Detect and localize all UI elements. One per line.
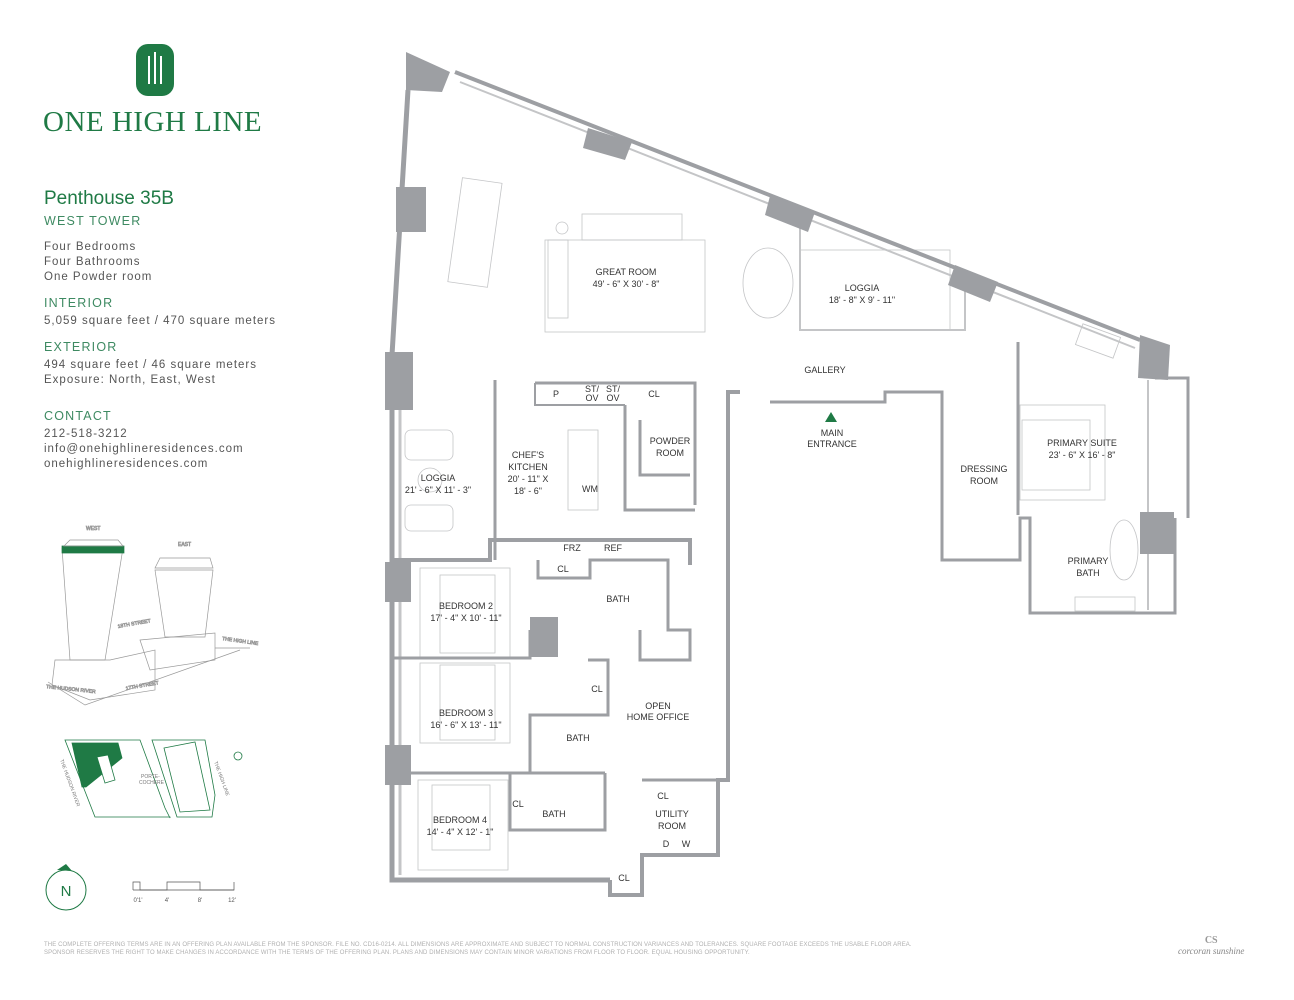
feature-powder: One Powder room xyxy=(44,271,153,283)
unit-title: Penthouse 35B xyxy=(44,188,174,209)
kitchen-label-1: CHEF'S xyxy=(512,450,544,460)
wine-fridge-label: WM xyxy=(582,484,598,494)
great-room-label: GREAT ROOM xyxy=(596,267,657,277)
corner-closet-label: CL xyxy=(618,873,630,883)
unit-features: Four Bedrooms Four Bathrooms One Powder … xyxy=(44,240,152,285)
loggia-east-label: LOGGIA xyxy=(845,283,880,293)
site-porte: PORTE- xyxy=(141,774,160,780)
room-labels: GREAT ROOM 49' - 6" X 30' - 8" LOGGIA 18… xyxy=(405,267,1117,883)
exterior-area: 494 square feet / 46 square meters xyxy=(44,359,257,371)
primary-bath-label-1: PRIMARY xyxy=(1068,556,1109,566)
st-ov-2-label-1: ST/ xyxy=(606,384,621,394)
site-cochere: COCHERE xyxy=(139,780,165,786)
contact-email[interactable]: info@onehighlineresidences.com xyxy=(44,443,244,455)
loggia-east-dim: 18' - 8" X 9' - 11" xyxy=(829,295,895,305)
scale-tick-4: 4' xyxy=(165,898,169,904)
st-ov-1-label-2: OV xyxy=(585,393,598,403)
bedroom-4-label: BEDROOM 4 xyxy=(433,815,487,825)
main-entrance-label-1: MAIN xyxy=(821,428,844,438)
primary-bath-label-2: BATH xyxy=(1076,568,1099,578)
bedroom-2-dim: 17' - 4" X 10' - 11" xyxy=(430,613,501,623)
hall-closet-label: CL xyxy=(557,564,569,574)
pantry-label: P xyxy=(553,389,559,399)
corcoran-sunshine-logo: CS corcoran sunshine xyxy=(1178,935,1244,956)
bedroom-4-closet-label: CL xyxy=(512,799,524,809)
axon-east-label: EAST xyxy=(178,542,191,548)
kitchen-closet-label: CL xyxy=(648,389,660,399)
washer-label: W xyxy=(682,839,691,849)
kitchen-dim-2: 18' - 6" xyxy=(514,486,542,496)
kitchen-label-2: KITCHEN xyxy=(508,462,548,472)
bath-2-label: BATH xyxy=(566,733,589,743)
loggia-west-dim: 21' - 6" X 11' - 3" xyxy=(405,485,471,495)
exterior-heading: EXTERIOR xyxy=(44,340,118,354)
exposure: Exposure: North, East, West xyxy=(44,374,216,386)
structural-columns xyxy=(385,52,1174,785)
utility-closet-label: CL xyxy=(657,791,669,801)
powder-room-label-1: POWDER xyxy=(650,436,691,446)
bedroom-4-dim: 14' - 4" X 12' - 1" xyxy=(427,827,494,837)
dressing-room-label-2: ROOM xyxy=(970,476,998,486)
main-entrance-label-2: ENTRANCE xyxy=(807,439,857,449)
utility-room-label-1: UTILITY xyxy=(655,809,689,819)
interior-area: 5,059 square feet / 470 square meters xyxy=(44,315,276,327)
main-entrance-marker-icon xyxy=(825,412,837,422)
feature-bedrooms: Four Bedrooms xyxy=(44,241,137,253)
st-ov-1-label-1: ST/ xyxy=(585,384,600,394)
utility-room-label-2: ROOM xyxy=(658,821,686,831)
freezer-label: FRZ xyxy=(563,543,581,553)
bedroom-2-label: BEDROOM 2 xyxy=(439,601,493,611)
bedroom-3-dim: 16' - 6" X 13' - 11" xyxy=(430,720,501,730)
st-ov-2-label-2: OV xyxy=(606,393,619,403)
brand-name: ONE HIGH LINE xyxy=(43,106,263,138)
legal-disclaimer: THE COMPLETE OFFERING TERMS ARE IN AN OF… xyxy=(44,942,912,956)
great-room-dim: 49' - 6" X 30' - 8" xyxy=(593,279,660,289)
scale-tick-8: 8' xyxy=(198,898,202,904)
bath-3-label: BATH xyxy=(542,809,565,819)
bath-1-label: BATH xyxy=(606,594,629,604)
powder-room-label-2: ROOM xyxy=(656,448,684,458)
gallery-label: GALLERY xyxy=(804,365,845,375)
axonometric-view: WEST EAST 18TH STREET THE HIGH LINE THE … xyxy=(45,526,260,706)
office-label-2: HOME OFFICE xyxy=(627,712,690,722)
contact-heading: CONTACT xyxy=(44,409,112,423)
dryer-label: D xyxy=(663,839,670,849)
scale-tick-0: 0'1' xyxy=(134,898,143,904)
axon-hudson-river: THE HUDSON RIVER xyxy=(46,684,96,695)
office-label-1: OPEN xyxy=(645,701,671,711)
scale-tick-12: 12' xyxy=(228,898,236,904)
tower-name: WEST TOWER xyxy=(44,214,142,228)
agency-mark: CS xyxy=(1204,935,1218,946)
north-arrow: N xyxy=(45,864,87,911)
feature-bathrooms: Four Bathrooms xyxy=(44,256,141,268)
agency-name: corcoran sunshine xyxy=(1178,946,1245,956)
north-pointer-icon xyxy=(57,864,72,871)
primary-suite-label: PRIMARY SUITE xyxy=(1047,438,1117,448)
bedroom-3-label: BEDROOM 3 xyxy=(439,708,493,718)
kitchen-dim-1: 20' - 11" X xyxy=(508,474,549,484)
scale-bar: 0'1' 4' 8' 12' xyxy=(132,881,236,904)
bedroom-3-closet-label: CL xyxy=(591,684,603,694)
location-diagrams: WEST EAST 18TH STREET THE HIGH LINE THE … xyxy=(45,526,260,911)
north-label: N xyxy=(61,883,72,900)
dressing-room-label-1: DRESSING xyxy=(960,464,1007,474)
contact-website[interactable]: onehighlineresidences.com xyxy=(44,458,209,470)
interior-heading: INTERIOR xyxy=(44,296,114,310)
brand-logo-mark xyxy=(136,44,174,96)
furniture xyxy=(404,177,1139,871)
axon-west-label: WEST xyxy=(86,526,100,532)
primary-suite-dim: 23' - 6" X 16' - 8" xyxy=(1049,450,1116,460)
loggia-west-label: LOGGIA xyxy=(421,473,456,483)
refrigerator-label: REF xyxy=(604,543,623,553)
axon-high-line: THE HIGH LINE xyxy=(222,636,260,647)
contact-phone[interactable]: 212-518-3212 xyxy=(44,428,128,440)
